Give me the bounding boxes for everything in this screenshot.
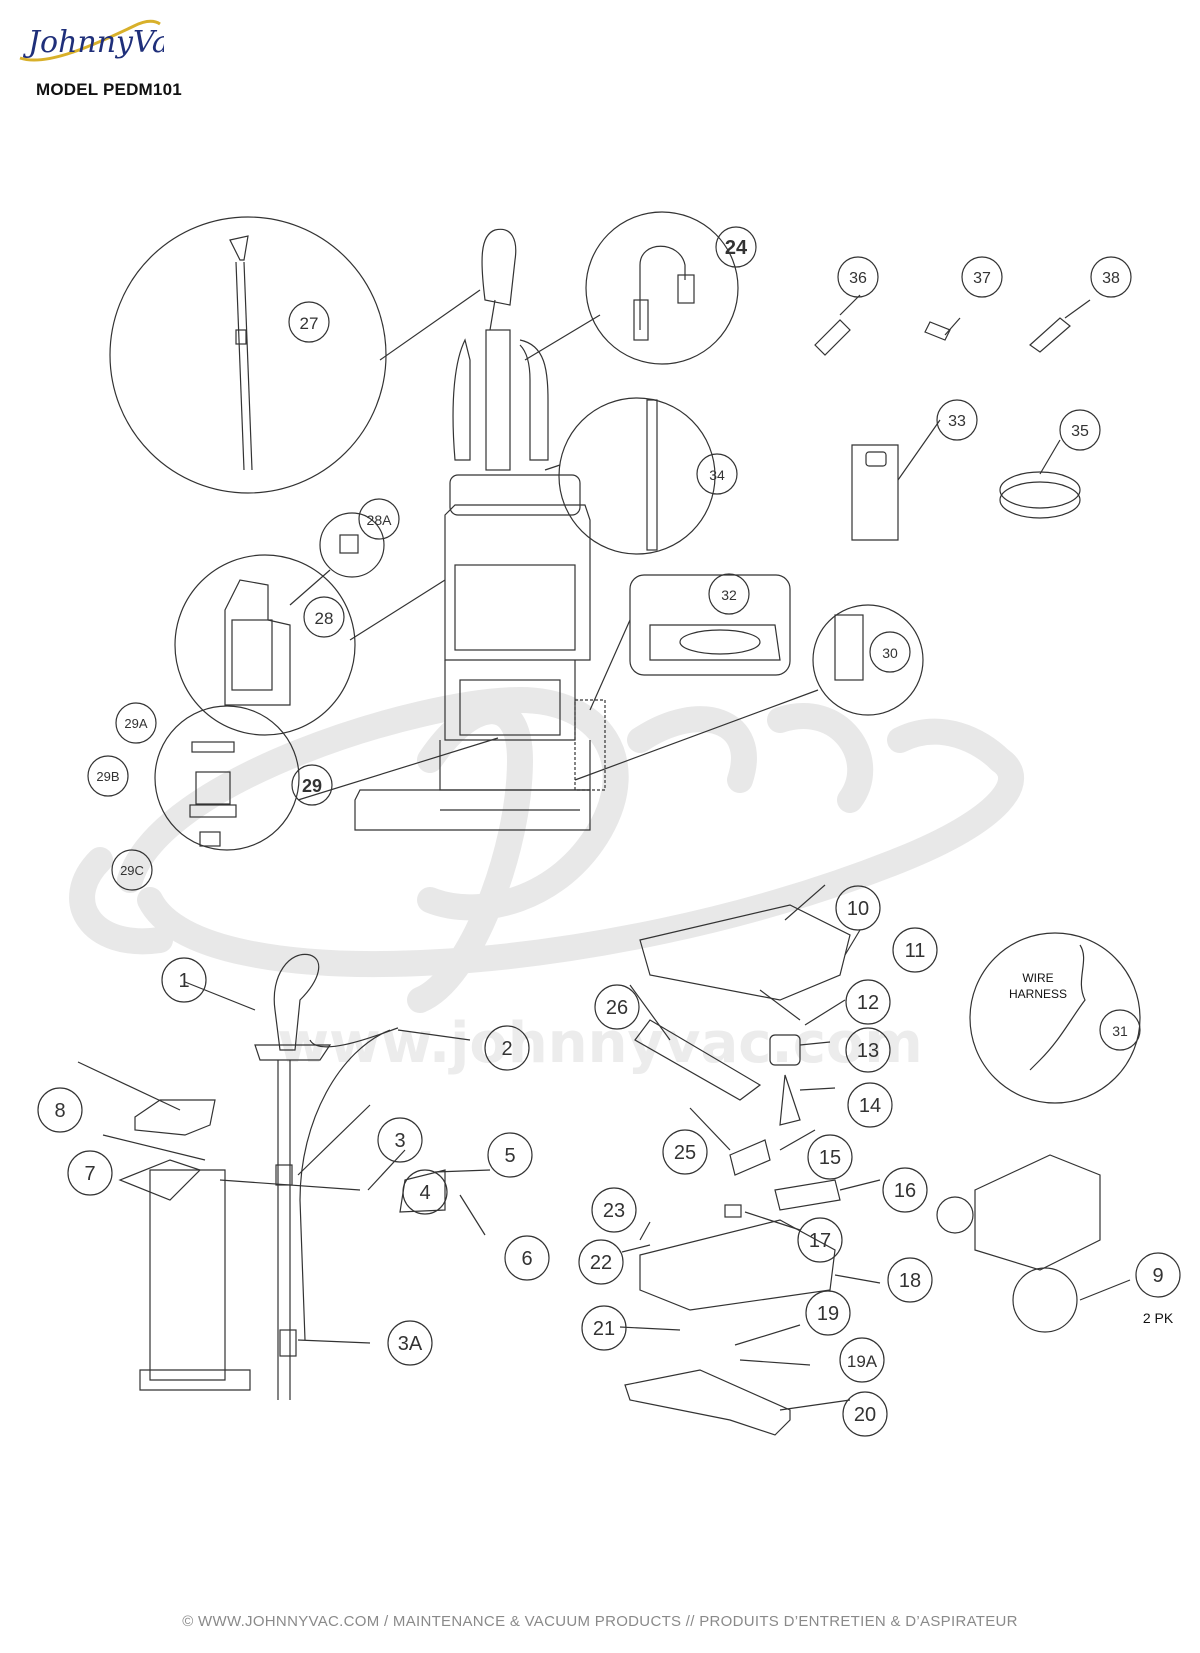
part-38-tool bbox=[1029, 299, 1091, 353]
detail-circle-31 bbox=[969, 932, 1141, 1104]
callout-8: 8 bbox=[54, 1100, 65, 1122]
part-16-hose-cuff bbox=[774, 1179, 881, 1211]
callout-37: 37 bbox=[973, 270, 991, 287]
wire-harness-label-line2: HARNESS bbox=[1009, 987, 1067, 1001]
part-8-pad bbox=[77, 1061, 216, 1136]
part-18-base bbox=[639, 1219, 881, 1311]
part-35-bags-pack bbox=[999, 439, 1081, 519]
part-24-hose bbox=[633, 245, 695, 341]
main-vacuum-assembly bbox=[354, 228, 606, 831]
callout-11: 11 bbox=[905, 940, 926, 962]
callout-12: 12 bbox=[857, 992, 879, 1014]
part-1-handle bbox=[184, 953, 332, 1061]
part-26-brush-roll bbox=[629, 984, 762, 1101]
part-17-clip bbox=[724, 1204, 801, 1231]
part-33-bag bbox=[851, 419, 941, 541]
callout-24: 24 bbox=[725, 237, 748, 259]
callout-1: 1 bbox=[178, 970, 189, 992]
part-20-bumper bbox=[624, 1369, 851, 1436]
part-9-motor bbox=[936, 1154, 1131, 1333]
callout-2: 2 bbox=[501, 1038, 512, 1060]
wire-harness-label-line1: WIRE bbox=[1022, 971, 1053, 985]
callout-30: 30 bbox=[882, 645, 898, 661]
callout-25: 25 bbox=[674, 1142, 696, 1164]
callout-9: 9 bbox=[1152, 1265, 1163, 1287]
callout-29c: 29C bbox=[120, 863, 144, 878]
callout-3: 3 bbox=[394, 1130, 405, 1152]
part-31-wire-harness bbox=[1029, 944, 1086, 1071]
callout-28a: 28A bbox=[367, 512, 393, 528]
callout-21: 21 bbox=[593, 1318, 615, 1340]
callout-13: 13 bbox=[857, 1040, 879, 1062]
callout-31: 31 bbox=[1112, 1023, 1128, 1039]
detail-circle-34 bbox=[558, 397, 716, 555]
callout-5: 5 bbox=[504, 1145, 515, 1167]
callout-19a: 19A bbox=[847, 1352, 878, 1371]
callout-29b: 29B bbox=[96, 769, 119, 784]
callout-20: 20 bbox=[854, 1404, 876, 1426]
part-25-bracket bbox=[689, 1107, 771, 1176]
detail-circle-27 bbox=[109, 216, 387, 494]
johnnyvac-logo: JohnnyVac bbox=[19, 19, 164, 62]
callout-32: 32 bbox=[721, 587, 737, 603]
callout-38: 38 bbox=[1102, 270, 1120, 287]
part-13-motor bbox=[769, 1034, 831, 1066]
callout-26: 26 bbox=[606, 997, 628, 1019]
callout-17: 17 bbox=[809, 1230, 831, 1252]
part-30-filter bbox=[834, 614, 864, 681]
callout-27: 27 bbox=[300, 314, 319, 333]
two-pack-label: 2 PK bbox=[1143, 1310, 1174, 1326]
callout-18: 18 bbox=[899, 1270, 921, 1292]
part-5-bracket bbox=[399, 1169, 491, 1213]
detail-circle-30 bbox=[812, 604, 924, 716]
watermark bbox=[69, 686, 1024, 1013]
callout-7: 7 bbox=[84, 1163, 95, 1185]
callout-10: 10 bbox=[847, 898, 869, 920]
callout-23: 23 bbox=[603, 1200, 625, 1222]
part-27-handle-tube bbox=[229, 235, 253, 471]
detail-circle-24 bbox=[585, 211, 739, 365]
part-7-body bbox=[102, 1134, 251, 1391]
part-11-top-cover bbox=[639, 904, 851, 1021]
callout-4: 4 bbox=[419, 1182, 430, 1204]
logo-text: JohnnyVac bbox=[22, 25, 164, 60]
part-28a-switch bbox=[339, 534, 359, 554]
part-28-bag-housing bbox=[224, 579, 291, 706]
callout-29: 29 bbox=[302, 776, 322, 796]
footer-copyright: © WWW.JOHNNYVAC.COM / MAINTENANCE & VACU… bbox=[182, 1613, 1018, 1630]
part-37-crevice bbox=[924, 317, 961, 341]
part-14-belt bbox=[779, 1074, 836, 1126]
part-32-nozzle bbox=[649, 624, 781, 661]
part-29-filter-assembly bbox=[189, 741, 237, 847]
part-2-cord bbox=[299, 1027, 471, 1341]
part-34-wand bbox=[646, 399, 658, 551]
callout-36: 36 bbox=[849, 270, 867, 287]
callout-33: 33 bbox=[948, 413, 966, 430]
callout-34: 34 bbox=[709, 467, 725, 483]
detail-circle-29 bbox=[154, 705, 300, 851]
model-label: MODEL PEDM101 bbox=[36, 80, 182, 99]
part-tube-column bbox=[275, 1060, 297, 1400]
detail-circle-28a bbox=[319, 512, 385, 578]
callout-35: 35 bbox=[1071, 423, 1089, 440]
callout-6: 6 bbox=[521, 1248, 532, 1270]
detail-box-32 bbox=[629, 574, 791, 676]
callout-14: 14 bbox=[859, 1095, 881, 1117]
callout-3a: 3A bbox=[398, 1333, 423, 1355]
detail-circle-28 bbox=[174, 554, 356, 736]
callout-22: 22 bbox=[590, 1252, 612, 1274]
callout-16: 16 bbox=[894, 1180, 916, 1202]
callout-29a: 29A bbox=[124, 716, 147, 731]
callout-28: 28 bbox=[315, 609, 334, 628]
callout-15: 15 bbox=[819, 1147, 841, 1169]
part-36-brush bbox=[814, 294, 861, 356]
callout-19: 19 bbox=[817, 1303, 839, 1325]
